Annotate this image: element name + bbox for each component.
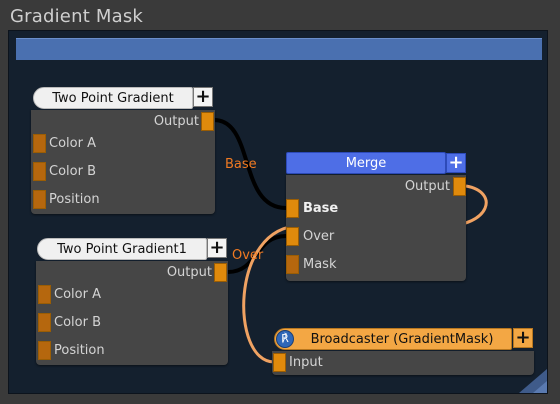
node-title[interactable]: Two Point Gradient bbox=[33, 87, 193, 109]
port-label: Mask bbox=[303, 257, 337, 272]
input-port[interactable] bbox=[33, 134, 46, 153]
broadcast-icon: ℟ bbox=[276, 330, 294, 348]
node-body: Output Base Over Mask bbox=[286, 175, 466, 281]
port-label: Output bbox=[153, 114, 199, 129]
canvas-header-bar[interactable] bbox=[16, 38, 542, 60]
port-row-input: Input bbox=[272, 352, 534, 374]
node-body: Output Color A Color B Position bbox=[31, 110, 215, 214]
port-row-mask: Mask bbox=[286, 254, 466, 276]
resize-corner-inner bbox=[533, 381, 547, 393]
input-port[interactable] bbox=[33, 162, 46, 181]
output-port[interactable] bbox=[201, 112, 214, 131]
input-port[interactable] bbox=[273, 353, 286, 372]
wire-label-base: Base bbox=[225, 157, 257, 172]
port-label: Color B bbox=[54, 315, 101, 330]
port-label: Over bbox=[303, 229, 335, 244]
port-row-color-a: Color A bbox=[31, 133, 215, 155]
window-title: Gradient Mask bbox=[10, 6, 144, 27]
output-port[interactable] bbox=[453, 177, 466, 196]
node-title-text: Broadcaster (GradientMask) bbox=[310, 332, 494, 347]
output-port[interactable] bbox=[214, 263, 227, 282]
add-port-button[interactable]: + bbox=[446, 153, 466, 173]
port-label: Color A bbox=[49, 136, 96, 151]
input-port[interactable] bbox=[286, 255, 299, 274]
input-port[interactable] bbox=[38, 285, 51, 304]
input-port[interactable] bbox=[38, 341, 51, 360]
node-title[interactable]: Two Point Gradient1 bbox=[37, 238, 207, 260]
input-port[interactable] bbox=[286, 227, 299, 246]
port-row-color-a: Color A bbox=[36, 284, 228, 306]
node-body: Input bbox=[272, 351, 534, 375]
port-row-position: Position bbox=[31, 189, 215, 211]
node-body: Output Color A Color B Position bbox=[36, 261, 228, 365]
port-row-base: Base bbox=[286, 198, 466, 220]
input-port[interactable] bbox=[38, 313, 51, 332]
port-row-output: Output bbox=[36, 262, 228, 284]
node-title[interactable]: Merge bbox=[286, 152, 446, 174]
port-label: Position bbox=[54, 343, 105, 358]
input-port[interactable] bbox=[33, 190, 46, 209]
port-row-color-b: Color B bbox=[36, 312, 228, 334]
port-row-output: Output bbox=[31, 111, 215, 133]
wire-label-over: Over bbox=[232, 248, 264, 263]
port-label: Base bbox=[303, 201, 339, 216]
input-port[interactable] bbox=[286, 199, 299, 218]
port-label: Output bbox=[404, 179, 450, 194]
port-row-output: Output bbox=[286, 176, 466, 198]
port-label: Position bbox=[49, 192, 100, 207]
port-label: Output bbox=[166, 265, 212, 280]
port-row-over: Over bbox=[286, 226, 466, 248]
port-row-color-b: Color B bbox=[31, 161, 215, 183]
add-port-button[interactable]: + bbox=[207, 238, 227, 258]
node-title[interactable]: Broadcaster (GradientMask) bbox=[274, 328, 512, 350]
add-port-button[interactable]: + bbox=[513, 328, 533, 348]
port-label: Color A bbox=[54, 287, 101, 302]
port-label: Input bbox=[289, 355, 323, 370]
add-port-button[interactable]: + bbox=[193, 87, 213, 107]
port-row-position: Position bbox=[36, 340, 228, 362]
port-label: Color B bbox=[49, 164, 96, 179]
